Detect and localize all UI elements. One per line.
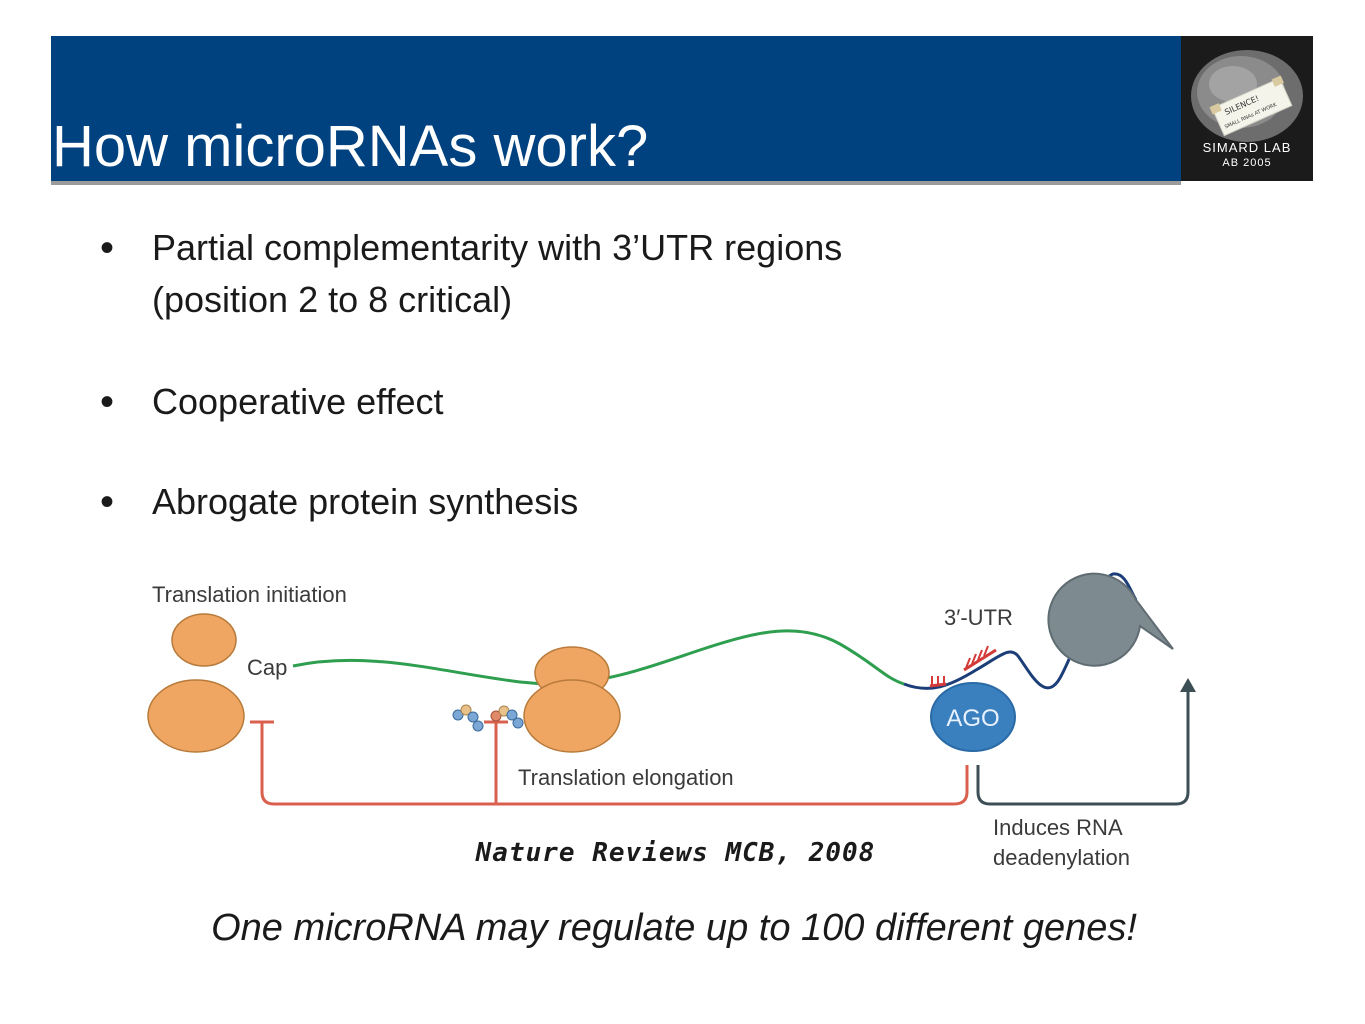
title-bar: [51, 36, 1181, 181]
bullet-symbol: •: [100, 380, 115, 424]
ribosome-large-subunit: [147, 679, 245, 753]
label-translation-initiation: Translation initiation: [152, 582, 347, 607]
nascent-peptide-beads: [452, 704, 524, 732]
bullet-text: Partial complementarity with 3’UTR regio…: [152, 227, 843, 268]
bullet-text: Abrogate protein synthesis: [152, 481, 579, 522]
citation-text: Nature Reviews MCB, 2008: [475, 838, 876, 868]
ago-label: AGO: [946, 705, 999, 732]
mirna-pairing-3prime: [965, 645, 989, 669]
bullet-text: Cooperative effect: [152, 381, 444, 422]
mirna-strand: [929, 648, 997, 688]
bullet-symbol: •: [100, 226, 115, 270]
citation: Nature Reviews MCB, 2008: [0, 838, 1365, 868]
ago-protein: [930, 682, 1016, 752]
inhibition-line: [260, 722, 969, 806]
utr-strand: [903, 572, 1138, 690]
bullet-text-continued: (position 2 to 8 critical): [152, 279, 513, 320]
mirna-mechanism-diagram: Translation initiation Cap Translation e…: [147, 572, 1196, 870]
label-induces-rna: Induces RNA: [993, 815, 1123, 840]
label-deadenylation: deadenylation: [993, 845, 1130, 870]
simard-lab-logo: SILENCE! SMALL RNAs AT WORK SIMARD LAB A…: [1181, 36, 1313, 181]
label-3utr: 3′-UTR: [944, 605, 1013, 630]
deadenylation-arrowhead: [1180, 678, 1196, 692]
deadenylation-arrow: [976, 686, 1190, 806]
label-cap: Cap: [247, 655, 287, 680]
bullet-symbol: •: [100, 480, 115, 524]
ribosome-large-subunit-elongating: [523, 679, 621, 753]
logo-lab-name: SIMARD LAB: [1203, 140, 1292, 155]
ribosome-small-subunit: [171, 613, 237, 667]
slide-title: How microRNAs work?: [52, 114, 649, 179]
exonuclease-shape: [1047, 572, 1174, 667]
conclusion-text: One microRNA may regulate up to 100 diff…: [211, 907, 1137, 949]
label-translation-elongation: Translation elongation: [518, 765, 734, 790]
logo-lab-year: AB 2005: [1222, 157, 1271, 169]
mrna-strand: [292, 629, 905, 686]
mirna-pairing-seed: [931, 676, 945, 686]
